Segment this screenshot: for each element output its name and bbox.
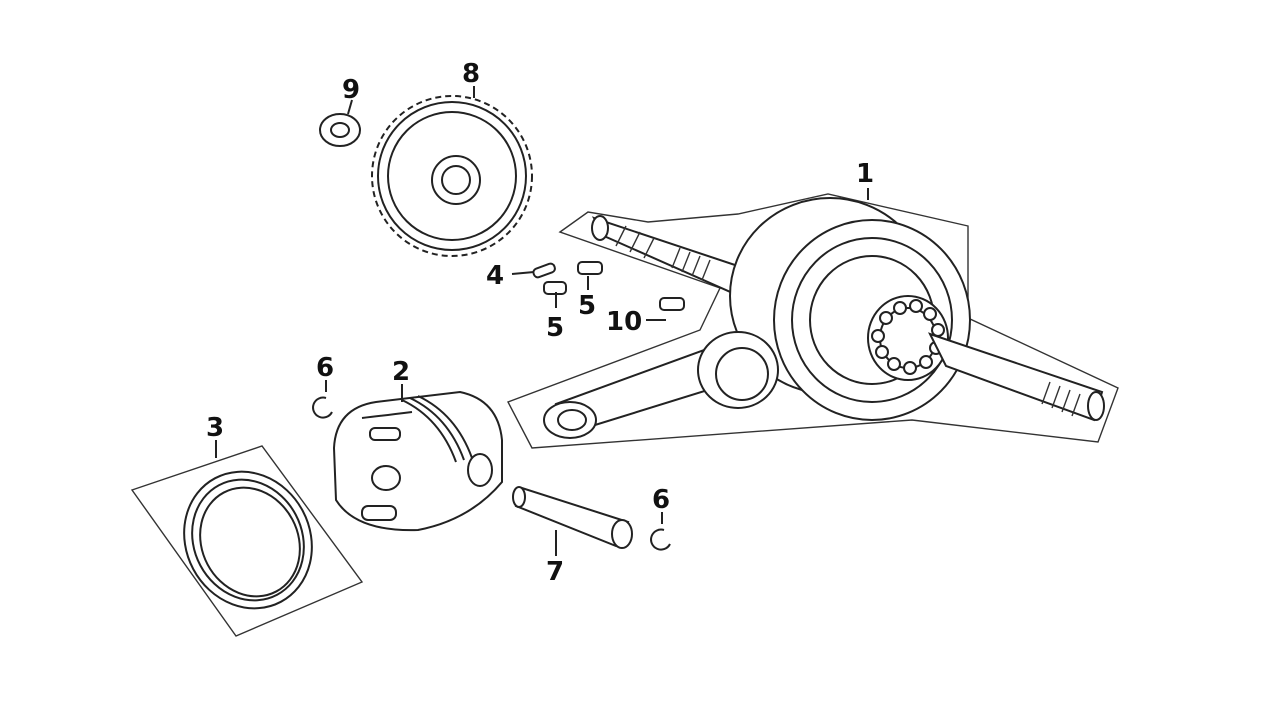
woodruff-keys [532, 261, 685, 311]
label-key-4: 4 [486, 261, 504, 291]
label-crankshaft: 1 [856, 159, 874, 189]
circlip-right [650, 528, 671, 551]
label-key-5-upper: 5 [578, 291, 596, 321]
leader-lines [215, 86, 869, 556]
main-bearing [867, 295, 949, 381]
label-circlip-right: 6 [652, 485, 670, 515]
piston-pin [512, 486, 633, 549]
label-piston: 2 [392, 357, 410, 387]
thrust-washer [319, 113, 361, 147]
label-washer: 9 [342, 75, 360, 105]
connecting-rod [543, 331, 779, 439]
label-gear: 8 [462, 59, 480, 89]
crankshaft-right-shaft [928, 332, 1105, 422]
label-circlip-left: 6 [316, 353, 334, 383]
drive-gear [371, 95, 533, 257]
circlip-left [312, 396, 333, 419]
label-key-10: 10 [606, 307, 642, 337]
crankshaft-assembly [507, 193, 1119, 449]
piston [332, 390, 503, 532]
label-piston-pin: 7 [546, 557, 564, 587]
piston-rings [130, 445, 364, 637]
crankshaft-group-outline [507, 193, 1119, 449]
label-piston-rings: 3 [206, 413, 224, 443]
label-key-5-lower: 5 [546, 313, 564, 343]
crank-web [729, 197, 971, 421]
